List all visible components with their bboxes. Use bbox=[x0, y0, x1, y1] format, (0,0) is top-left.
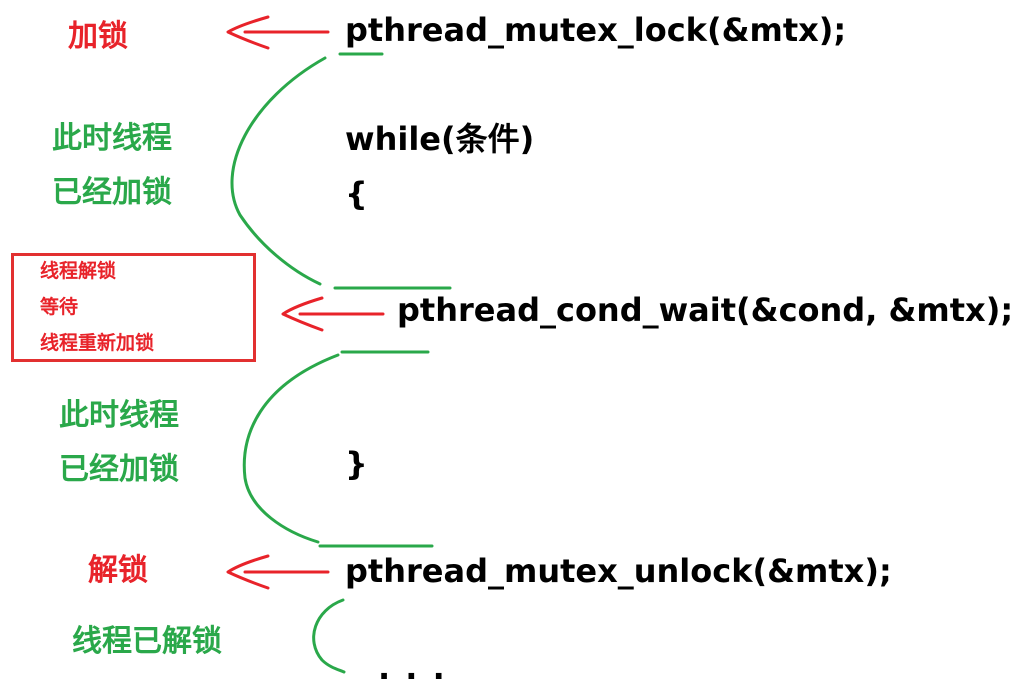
green-underlines bbox=[318, 52, 452, 548]
annotation-lock: 加锁 bbox=[68, 19, 128, 54]
code-wait-line: pthread_cond_wait(&cond, &mtx); bbox=[397, 291, 1014, 329]
arrow-unlock bbox=[226, 554, 330, 590]
green-brace-strokes bbox=[230, 56, 346, 674]
arrow-wait bbox=[281, 296, 385, 332]
code-lock-line: pthread_mutex_lock(&mtx); bbox=[345, 11, 847, 49]
annotation-locked-1-line1: 此时线程 bbox=[52, 121, 172, 156]
box-line-unlock: 线程解锁 bbox=[40, 260, 117, 282]
annotation-unlock: 解锁 bbox=[88, 553, 148, 588]
box-line-wait: 等待 bbox=[40, 296, 79, 318]
box-line-relock: 线程重新加锁 bbox=[40, 332, 155, 354]
code-ellipsis: . . . bbox=[378, 649, 447, 687]
annotation-locked-1-line2: 已经加锁 bbox=[52, 175, 172, 210]
annotation-unlocked: 线程已解锁 bbox=[72, 624, 222, 659]
annotation-locked-2-line2: 已经加锁 bbox=[59, 452, 179, 487]
wait-explanation-box bbox=[11, 253, 256, 362]
code-open-brace: { bbox=[345, 175, 368, 213]
code-close-brace: } bbox=[345, 445, 368, 483]
code-unlock-line: pthread_mutex_unlock(&mtx); bbox=[345, 552, 892, 590]
code-while-line: while(条件) bbox=[345, 120, 535, 158]
arrow-lock bbox=[226, 15, 330, 50]
annotation-locked-2-line1: 此时线程 bbox=[59, 398, 179, 433]
